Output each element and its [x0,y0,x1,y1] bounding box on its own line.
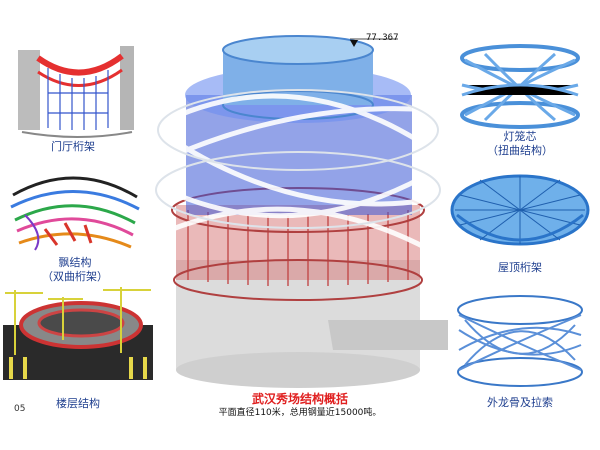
diagram-subtitle: 平面直径110米，总用钢量近15000吨。 [218,408,382,418]
floating-structure-image [10,176,140,251]
page-number: 05 [14,404,26,414]
lantern-core-image [460,44,580,129]
lobby-truss-panel: 门厅桁架 [8,38,138,158]
floor-structure-label: 楼层结构 [56,397,100,410]
lantern-core-label: 灯笼芯 [503,130,537,143]
outer-keel-label: 外龙骨及拉索 [487,396,553,409]
main-building-panel [148,20,448,390]
outer-keel-panel: 外龙骨及拉索 [445,290,595,415]
lantern-core-panel: 灯笼芯 （扭曲结构） [445,40,595,165]
diagram-title: 武汉秀场结构概括 [251,392,348,406]
floor-structure-panel: 楼层结构 [3,285,153,415]
roof-truss-panel: 屋顶桁架 [445,165,595,290]
elevation-marker: 77.367 [366,33,399,43]
main-building-image [155,35,448,388]
floating-structure-sublabel: （双曲桁架） [42,270,108,283]
lobby-truss-image [18,46,134,138]
floating-structure-panel: 飘结构 （双曲桁架） [5,165,145,290]
outer-keel-image [457,295,583,387]
roof-truss-label: 屋顶桁架 [498,261,542,274]
floating-structure-label: 飘结构 [58,256,92,269]
roof-truss-image [450,174,590,246]
lobby-truss-label: 门厅桁架 [51,140,95,153]
lantern-core-sublabel: （扭曲结构） [487,144,553,157]
floor-structure-image [3,287,153,380]
